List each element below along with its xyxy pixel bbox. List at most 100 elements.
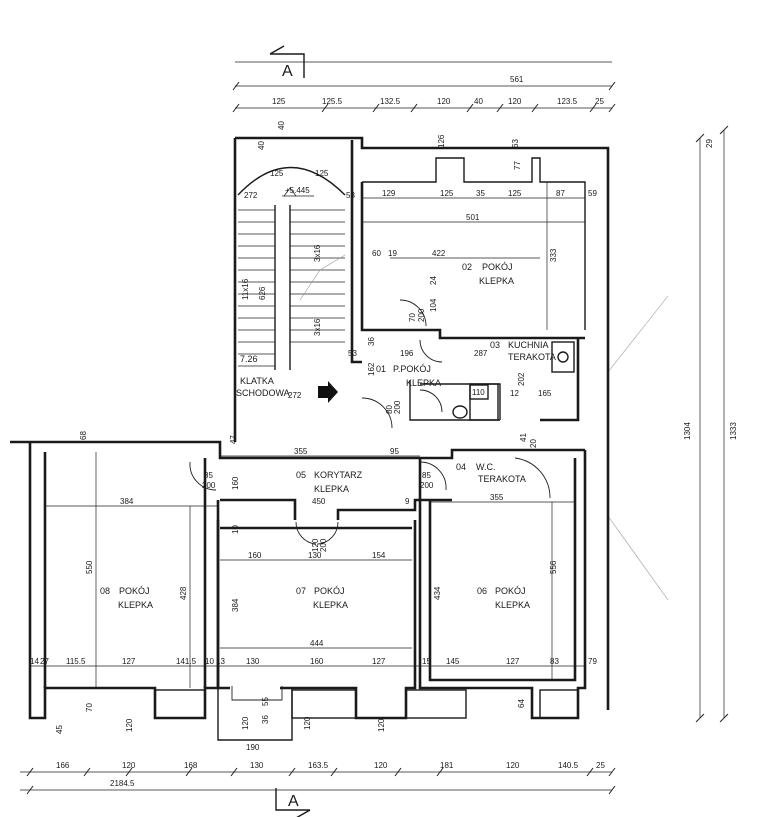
dim-top-3: 132.5 — [380, 97, 401, 106]
dim-total-top: 561 — [510, 75, 524, 84]
section-marker-top: A — [269, 45, 305, 80]
elevation-label: +5.445 — [285, 186, 310, 195]
row-15: 79 — [588, 657, 597, 666]
dim-77: 77 — [513, 161, 522, 170]
dim-355b: 355 — [490, 493, 504, 502]
room-01-name: P.POKÓJ — [393, 364, 431, 374]
elevation-marker: +5.445 — [282, 186, 314, 197]
room-03-num: 03 — [490, 340, 500, 350]
dim-19: 19 — [388, 249, 397, 258]
row-9: 160 — [310, 657, 324, 666]
dim-160: 160 — [231, 476, 240, 490]
dim-120-b1: 120 — [125, 718, 134, 732]
dim-556: 556 — [549, 560, 558, 574]
stair-d272: 272 — [244, 191, 258, 200]
room-02-floor: KLEPKA — [479, 276, 514, 286]
row-13: 127 — [506, 657, 520, 666]
dim-top-1: 125 — [272, 97, 286, 106]
room-08-num: 08 — [100, 586, 110, 596]
dim-60: 60 — [372, 249, 381, 258]
boiler-icon — [469, 384, 489, 400]
toilet-icon — [452, 405, 468, 419]
bedroom-row-dimensions: 14 27 115.5 127 141.5 10 13 130 160 127 … — [30, 657, 597, 667]
bottom-dimension-chain: 166 120 168 130 163.5 120 181 120 140.5 … — [20, 761, 616, 795]
row-10: 127 — [372, 657, 386, 666]
dim-95: 95 — [390, 447, 399, 456]
dim-36b: 36 — [261, 715, 270, 724]
dim-160-07: 160 — [248, 551, 262, 560]
sink-icon — [551, 341, 575, 373]
door-d200-d: 200 — [420, 481, 434, 490]
dim-bottom-10: 25 — [596, 761, 605, 770]
room-label-02: 02 POKÓJ KLEPKA — [462, 262, 514, 286]
room-07-floor: KLEPKA — [313, 600, 348, 610]
row-5: 141.5 — [176, 657, 197, 666]
stair-d125b: 125 — [315, 169, 329, 178]
dim-125-02: 125 — [440, 189, 454, 198]
dim-top-2: 125.5 — [322, 97, 343, 106]
dim-444: 444 — [310, 639, 324, 648]
dim-bottom-1: 166 — [56, 761, 70, 770]
dim-355: 355 — [294, 447, 308, 456]
dim-202: 202 — [517, 372, 526, 386]
dim-right-top: 29 — [705, 139, 714, 148]
stair-d3x16: 3x16 — [313, 244, 322, 262]
room-label-08: 08 POKÓJ KLEPKA — [100, 586, 153, 610]
dim-24: 24 — [429, 276, 438, 285]
stair-d125: 125 — [270, 169, 284, 178]
row-4: 127 — [122, 657, 136, 666]
stair-d272b: 272 — [288, 391, 302, 400]
dim-125-02b: 125 — [508, 189, 522, 198]
dim-right-inner: 1304 — [683, 422, 692, 440]
dim-104: 104 — [429, 298, 438, 312]
dim-59: 59 — [588, 189, 597, 198]
door-d85: 85 — [204, 471, 213, 480]
door-d70: 70 — [408, 313, 417, 322]
room-08-floor: KLEPKA — [118, 600, 153, 610]
staircase: 272 125 125 53 53 40 626 11x16 3x16 3x16… — [236, 141, 357, 403]
dim-120-b2: 120 — [241, 716, 250, 730]
bathtub-icon — [469, 383, 499, 421]
dim-384: 384 — [120, 497, 134, 506]
dim-126: 126 — [437, 134, 446, 148]
room-08-name: POKÓJ — [119, 586, 150, 596]
room-06-num: 06 — [477, 586, 487, 596]
room-label-01: 01 P.POKÓJ KLEPKA — [376, 364, 441, 388]
section-marker-bottom: A — [275, 788, 311, 817]
building-walls — [10, 136, 610, 741]
door-d200-c: 200 — [202, 481, 216, 490]
dim-190: 190 — [246, 743, 260, 752]
dim-55: 55 — [261, 697, 270, 706]
dim-top-7: 123.5 — [557, 97, 578, 106]
row-6: 10 — [205, 657, 214, 666]
dim-434: 434 — [433, 586, 442, 600]
dim-87: 87 — [556, 189, 565, 198]
room-06-floor: KLEPKA — [495, 600, 530, 610]
room-02-name: POKÓJ — [482, 262, 513, 272]
dim-35: 35 — [476, 189, 485, 198]
room-06-name: POKÓJ — [495, 586, 526, 596]
row-11: 15 — [422, 657, 431, 666]
dim-bottom-9: 140.5 — [558, 761, 579, 770]
dim-47: 47 — [229, 435, 238, 444]
dim-70: 70 — [85, 703, 94, 712]
dim-bottom-6: 120 — [374, 761, 388, 770]
door-d80: 80 — [385, 405, 394, 414]
dim-64: 64 — [517, 699, 526, 708]
boiler-d110: 110 — [472, 388, 485, 397]
dim-40b: 40 — [277, 121, 286, 130]
dim-501: 501 — [466, 213, 480, 222]
door-d120: 120 — [311, 538, 320, 552]
wall-labels-bottom: 70 45 120 36 55 120 120 120 64 190 — [55, 697, 526, 752]
room-label-06: 06 POKÓJ KLEPKA — [477, 586, 530, 610]
dim-bottom-8: 120 — [506, 761, 520, 770]
entrance-arrow-icon — [318, 381, 338, 403]
room-04-num: 04 — [456, 462, 466, 472]
dim-550: 550 — [85, 560, 94, 574]
dim-36: 36 — [367, 337, 376, 346]
stair-name2: SCHODOWA — [236, 388, 290, 398]
row-7: 13 — [216, 657, 225, 666]
dim-130-07: 130 — [308, 551, 322, 560]
dim-196: 196 — [400, 349, 414, 358]
door-d200e: 200 — [319, 538, 328, 552]
